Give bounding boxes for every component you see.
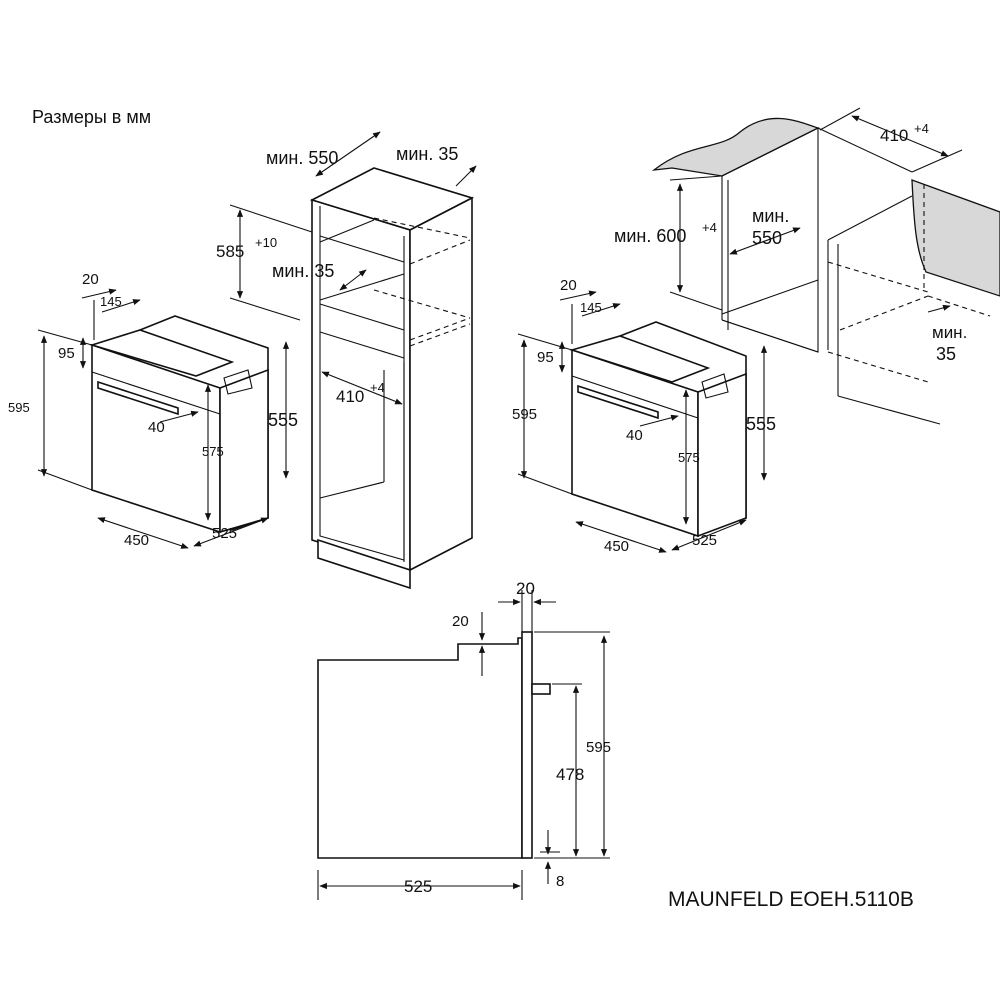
oven-right-depth: 525 — [692, 532, 717, 549]
side-handle-height: 478 — [556, 765, 584, 784]
cabinet-niche-height-tol: +10 — [255, 235, 277, 250]
under-counter-labels: 410 +4 мин. 600 +4 мин. 550 мин. 35 — [614, 121, 967, 364]
oven-right-handle — [577, 384, 659, 420]
cabinet-min-depth: мин. 35 — [396, 144, 458, 164]
oven-right-height: 595 — [512, 406, 537, 423]
side-view-body — [317, 637, 523, 859]
side-view-labels: 20 20 595 478 8 525 — [404, 579, 611, 896]
cabinet-niche-depth: 410 — [336, 387, 364, 406]
niche-back-gap-value: 35 — [936, 344, 956, 364]
side-view-drawing — [317, 590, 610, 900]
oven-left-height: 595 — [8, 400, 30, 415]
oven-right-width: 450 — [604, 538, 629, 555]
oven-right-handle-dim: 40 — [626, 427, 643, 444]
side-depth: 525 — [404, 877, 432, 896]
niche-height: мин. 600 — [614, 226, 686, 246]
oven-left-handle — [97, 380, 179, 416]
oven-left-labels: 20 145 95 595 40 575 555 450 525 — [8, 271, 298, 549]
oven-left-width: 450 — [124, 532, 149, 549]
oven-right-side — [697, 372, 747, 538]
model-name: MAUNFELD EOEH.5110B — [668, 888, 914, 911]
countertop-right — [911, 179, 1000, 297]
oven-left-top-offset: 20 — [82, 271, 99, 288]
oven-left-handle-dim: 40 — [148, 419, 165, 436]
oven-right-labels: 20 145 95 595 40 575 555 450 525 — [512, 277, 776, 555]
diagram-title: Размеры в мм — [32, 107, 151, 127]
oven-right-drawing — [517, 290, 768, 553]
side-top-step: 20 — [452, 613, 469, 630]
oven-left-top-depth: 145 — [100, 294, 122, 309]
countertop-left — [651, 117, 820, 177]
oven-left-body-height: 575 — [202, 444, 224, 459]
niche-depth: 410 — [880, 126, 908, 145]
oven-left-panel-height: 95 — [58, 345, 75, 362]
oven-left-side — [219, 368, 269, 534]
oven-right-top-depth: 145 — [580, 300, 602, 315]
oven-right-panel-height: 95 — [537, 349, 554, 366]
cabinet-inner-gap: мин. 35 — [272, 261, 334, 281]
niche-height-tol: +4 — [702, 220, 717, 235]
cabinet-niche-depth-tol: +4 — [370, 380, 385, 395]
oven-left-drawing — [37, 288, 290, 549]
cabinet-min-width: мин. 550 — [266, 148, 338, 168]
oven-right-side-height: 555 — [746, 414, 776, 434]
niche-width-value: 550 — [752, 228, 782, 248]
cabinet-side — [409, 196, 473, 572]
oven-left-side-height: 555 — [268, 410, 298, 430]
cabinet-niche-height: 585 — [216, 242, 244, 261]
under-counter-drawing — [651, 107, 1000, 425]
side-height: 595 — [586, 739, 611, 756]
side-view-handle — [531, 683, 551, 695]
niche-width-label: мин. — [752, 206, 789, 226]
side-top-width: 20 — [516, 579, 535, 598]
tall-cabinet-labels: мин. 550 мин. 35 585 +10 мин. 35 410 +4 — [216, 144, 458, 406]
oven-right-top-offset: 20 — [560, 277, 577, 294]
niche-depth-tol: +4 — [914, 121, 929, 136]
cabinet-front — [311, 198, 411, 572]
oven-left-depth: 525 — [212, 525, 237, 542]
side-bottom: 8 — [556, 873, 564, 890]
oven-right-body-height: 575 — [678, 450, 700, 465]
tall-cabinet-drawing — [229, 131, 477, 590]
niche-back-gap-label: мин. — [932, 323, 967, 342]
side-view-front-panel — [521, 631, 533, 859]
